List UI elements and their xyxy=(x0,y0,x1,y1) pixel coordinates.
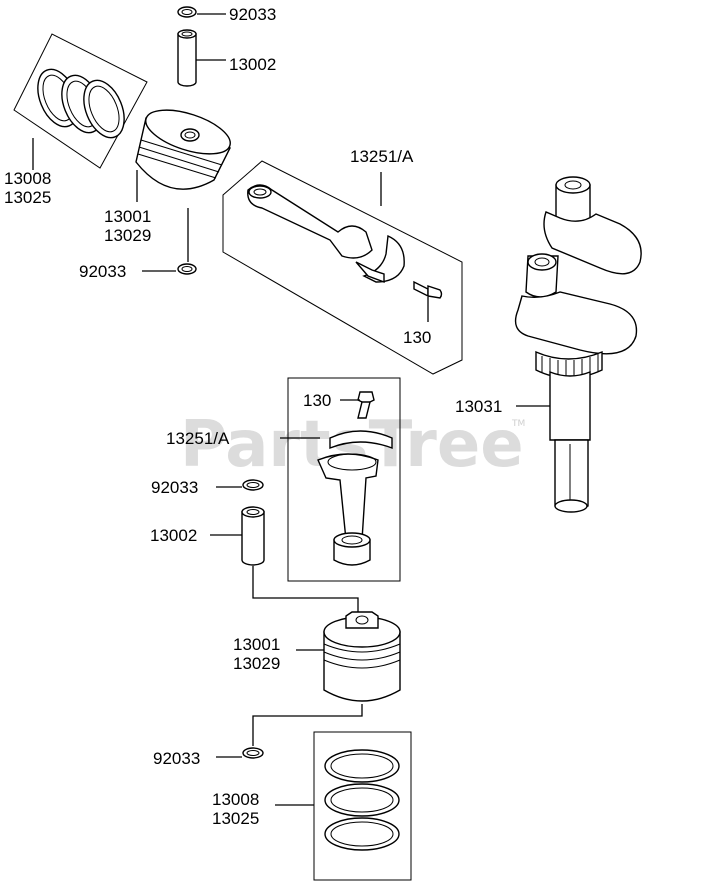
mid-snap-ring[interactable] xyxy=(242,479,264,491)
leader-line xyxy=(252,704,363,746)
part-number-label[interactable]: 13025 xyxy=(4,188,51,207)
part-number-label[interactable]: 13029 xyxy=(233,654,280,673)
part-number-label[interactable]: 92033 xyxy=(153,749,200,768)
bottom-piston[interactable] xyxy=(323,611,401,702)
top-snap-ring[interactable] xyxy=(177,6,197,18)
crankshaft[interactable] xyxy=(514,176,642,513)
part-number-label[interactable]: 13029 xyxy=(104,226,151,245)
part-number-label[interactable]: 13251/A xyxy=(350,147,414,166)
part-number-label[interactable]: 92033 xyxy=(229,5,276,24)
part-number-label[interactable]: 13001 xyxy=(104,207,151,226)
top-conrod-bolt[interactable] xyxy=(413,280,443,299)
top-piston-pin[interactable] xyxy=(177,29,197,87)
part-number-label[interactable]: 92033 xyxy=(151,478,198,497)
trademark: TM xyxy=(511,419,525,429)
part-number-label[interactable]: 13031 xyxy=(455,397,502,416)
mid-conrod-box xyxy=(287,377,401,582)
part-number-label[interactable]: 130 xyxy=(403,328,431,347)
mid-connecting-rod[interactable] xyxy=(317,430,393,566)
bottom-piston-ring-set[interactable] xyxy=(324,749,400,851)
bottom-snap-ring[interactable] xyxy=(242,747,264,759)
part-number-label[interactable]: 13002 xyxy=(229,55,276,74)
part-number-label[interactable]: 13251/A xyxy=(166,429,230,448)
part-number-label[interactable]: 13025 xyxy=(212,809,259,828)
bottom-ring-set-box xyxy=(313,731,412,881)
top-lower-snap-ring[interactable] xyxy=(177,263,197,275)
part-number-label[interactable]: 130 xyxy=(303,391,331,410)
part-number-label[interactable]: 13008 xyxy=(212,790,259,809)
mid-conrod-bolt[interactable] xyxy=(357,391,375,419)
part-number-label[interactable]: 92033 xyxy=(79,262,126,281)
part-number-label[interactable]: 13001 xyxy=(233,635,280,654)
part-number-label[interactable]: 13002 xyxy=(150,526,197,545)
top-piston-ring-set[interactable] xyxy=(13,33,148,169)
top-piston[interactable] xyxy=(135,101,235,190)
mid-piston-pin[interactable] xyxy=(241,506,265,566)
top-connecting-rod[interactable] xyxy=(222,160,463,375)
part-number-label[interactable]: 13008 xyxy=(4,169,51,188)
leader-line xyxy=(252,566,359,612)
